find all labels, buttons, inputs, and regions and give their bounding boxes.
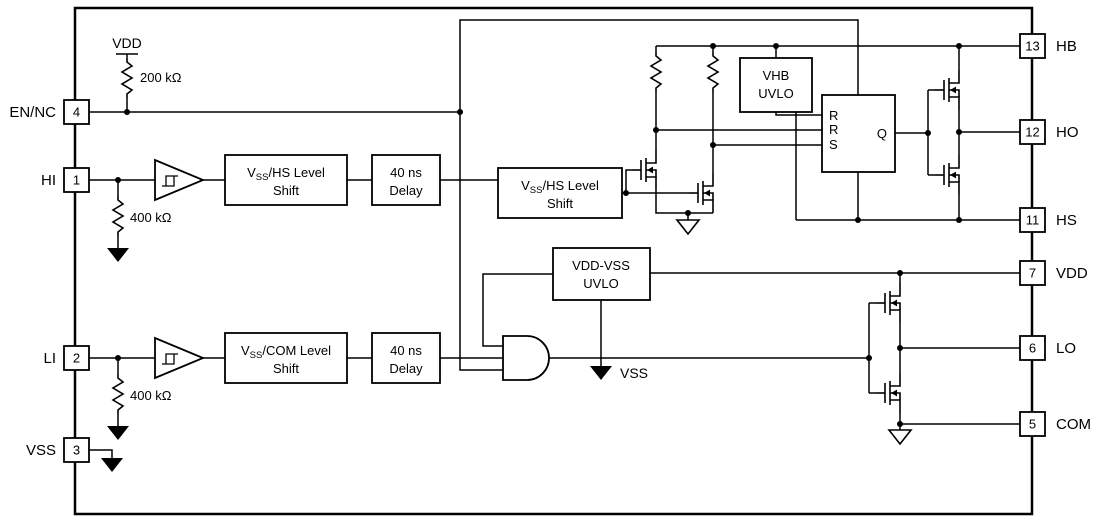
pin-number-li: 2 — [73, 351, 80, 366]
svg-text:UVLO: UVLO — [758, 86, 793, 101]
junction-dot — [653, 127, 659, 133]
block-hs-delay: 40 ns Delay — [371, 154, 441, 206]
block-hs-level-shift-2: VSS/HS Level Shift — [497, 167, 623, 219]
pullup-resistor-value: 200 kΩ — [140, 70, 182, 85]
junction-dot — [623, 190, 629, 196]
svg-text:VDD-VSS: VDD-VSS — [572, 258, 630, 273]
junction-dot — [710, 142, 716, 148]
pin-label-hs: HS — [1056, 212, 1077, 229]
pin-number-ho: 12 — [1025, 125, 1039, 140]
wire-vhb-uvlo-to-latch — [775, 112, 822, 116]
wire-en-to-and — [459, 112, 503, 371]
pin-number-vss: 3 — [73, 443, 80, 458]
wire-ls-gate-bus — [868, 302, 876, 394]
svg-text:VSS/HS Level: VSS/HS Level — [247, 165, 325, 183]
pin-number-lo: 6 — [1029, 341, 1036, 356]
junction-dot — [897, 270, 903, 276]
pin-label-vdd: VDD — [1056, 265, 1088, 282]
wire-uvlo-to-and — [482, 273, 553, 347]
junction-dot — [124, 109, 130, 115]
pin-number-vdd: 7 — [1029, 266, 1036, 281]
block-vdd-vss-uvlo: VDD-VSS UVLO — [552, 247, 651, 301]
junction-dot — [956, 43, 962, 49]
svg-text:Q: Q — [877, 126, 887, 141]
junction-dot — [685, 210, 691, 216]
junction-dot — [855, 217, 861, 223]
pin-li: 2 LI — [43, 345, 90, 371]
pin-vss: 3 VSS — [26, 437, 90, 463]
svg-text:Shift: Shift — [273, 361, 299, 376]
block-rs-latch: R R S Q — [821, 94, 896, 173]
junction-dot — [710, 43, 716, 49]
vss-net-label: VSS — [620, 365, 648, 381]
li-pulldown-resistor-value: 400 kΩ — [130, 388, 172, 403]
junction-dot — [925, 130, 931, 136]
pin-label-hi: HI — [41, 172, 56, 189]
svg-text:VHB: VHB — [763, 68, 790, 83]
junction-dot — [897, 421, 903, 427]
pin-label-ho: HO — [1056, 124, 1079, 141]
junction-dot — [457, 109, 463, 115]
junction-dot — [956, 217, 962, 223]
block-com-level-shift: VSS/COM Level Shift — [224, 332, 348, 384]
svg-text:VSS/HS Level: VSS/HS Level — [521, 178, 599, 196]
svg-text:UVLO: UVLO — [583, 276, 618, 291]
block-li-delay: 40 ns Delay — [371, 332, 441, 384]
svg-text:Shift: Shift — [547, 196, 573, 211]
pin-number-hs: 11 — [1026, 213, 1040, 228]
junction-dot — [897, 345, 903, 351]
svg-text:VSS/COM Level: VSS/COM Level — [241, 343, 331, 361]
block-vhb-uvlo: VHB UVLO — [739, 57, 813, 113]
pin-number-com: 5 — [1029, 417, 1036, 432]
pin-label-hb: HB — [1056, 38, 1077, 55]
and-gate-icon — [502, 335, 550, 381]
pin-label-vss: VSS — [26, 442, 56, 459]
wire-vss-pin — [89, 449, 113, 458]
pin-label-li: LI — [43, 350, 56, 367]
junction-dot — [866, 355, 872, 361]
svg-text:Delay: Delay — [389, 183, 423, 198]
pin-hi: 1 HI — [41, 167, 90, 193]
pin-vdd: 7 VDD — [1019, 260, 1088, 286]
junction-dot — [115, 355, 121, 361]
pin-en-nc: 4 EN/NC — [9, 99, 90, 125]
svg-text:R: R — [829, 108, 838, 123]
pin-com: 5 COM — [1019, 411, 1091, 437]
schmitt-buffer-hi-icon — [154, 158, 206, 202]
pin-label-en-nc: EN/NC — [9, 104, 56, 121]
pin-number-en-nc: 4 — [73, 105, 80, 120]
junction-dot — [956, 129, 962, 135]
pin-label-com: COM — [1056, 416, 1091, 433]
svg-text:40 ns: 40 ns — [390, 165, 422, 180]
pin-ho: 12 HO — [1019, 119, 1079, 145]
svg-text:40 ns: 40 ns — [390, 343, 422, 358]
svg-text:S: S — [829, 137, 838, 152]
svg-text:Delay: Delay — [389, 361, 423, 376]
svg-text:R: R — [829, 122, 838, 137]
svg-text:Shift: Shift — [273, 183, 299, 198]
block-hs-level-shift-1: VSS/HS Level Shift — [224, 154, 348, 206]
pin-hs: 11 HS — [1019, 207, 1077, 233]
vdd-rail-label: VDD — [112, 35, 142, 51]
pin-number-hb: 13 — [1025, 39, 1039, 54]
pin-number-hi: 1 — [73, 173, 80, 188]
pin-lo: 6 LO — [1019, 335, 1076, 361]
junction-dots — [115, 43, 962, 427]
hi-pulldown-resistor-value: 400 kΩ — [130, 210, 172, 225]
pin-label-lo: LO — [1056, 340, 1076, 357]
wire-en-to-latch — [459, 19, 859, 112]
junction-dot — [773, 43, 779, 49]
junction-dot — [115, 177, 121, 183]
wire-fet1-drain — [655, 46, 822, 150]
pin-hb: 13 HB — [1019, 33, 1077, 59]
schmitt-buffer-li-icon — [154, 336, 206, 380]
